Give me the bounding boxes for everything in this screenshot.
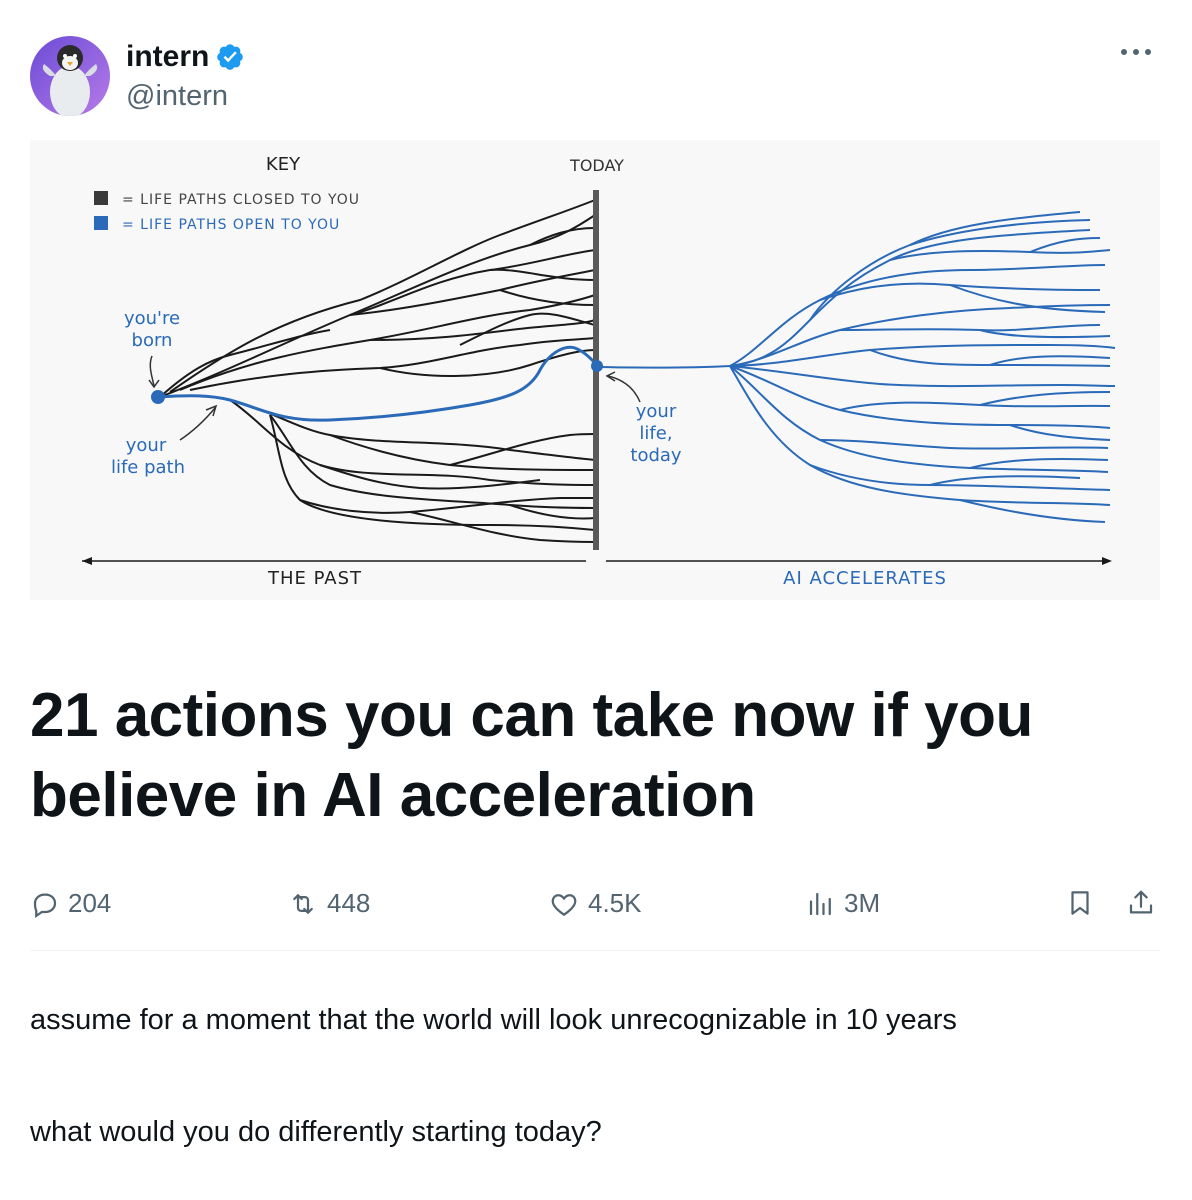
avatar[interactable] [30, 36, 110, 116]
share-button[interactable] [1126, 888, 1156, 918]
annotation-arrows [148, 355, 641, 441]
like-count: 4.5K [588, 888, 642, 918]
share-icon [1129, 890, 1153, 914]
key-closed-label: = LIFE PATHS CLOSED TO YOU [122, 192, 360, 208]
born-label-1: you're [124, 308, 180, 329]
born-label-2: born [132, 330, 173, 351]
more-dots-icon [1121, 49, 1151, 55]
repost-icon [293, 893, 313, 914]
views-button[interactable]: 3M [806, 888, 880, 919]
key-open-label: = LIFE PATHS OPEN TO YOU [122, 217, 340, 233]
display-name[interactable]: intern [126, 40, 210, 73]
today-life-label-2: life, [639, 423, 672, 444]
repost-count: 448 [327, 888, 371, 918]
post-header: intern @intern [30, 36, 1160, 120]
today-life-label-1: your [636, 401, 677, 422]
reply-icon [33, 893, 57, 918]
handle[interactable]: @intern [126, 80, 228, 112]
post-image[interactable]: KEY = LIFE PATHS CLOSED TO YOU = LIFE PA… [30, 140, 1160, 600]
views-chart-icon [809, 892, 831, 915]
today-label: TODAY [569, 156, 624, 175]
key-closed-swatch [94, 191, 108, 205]
annotations: you're born your life path your life, to… [111, 308, 682, 478]
reply-button[interactable]: 204 [30, 888, 111, 919]
future-label: AI ACCELERATES [783, 568, 947, 589]
open-paths [597, 211, 1116, 523]
today-life-label-3: today [630, 445, 682, 466]
verified-badge-icon [217, 44, 244, 70]
divider [30, 950, 1160, 951]
past-label: THE PAST [267, 568, 362, 589]
name-row: intern [126, 40, 245, 74]
timeline [82, 557, 1112, 565]
life-path-past [157, 345, 600, 422]
headline-line-2: believe in AI acceleration [30, 761, 756, 830]
action-bar: 204 448 4.5K 3M [30, 880, 1160, 930]
like-button[interactable]: 4.5K [548, 888, 642, 919]
views-count: 3M [844, 888, 881, 918]
body-paragraph-2: what would you do differently starting t… [30, 1116, 602, 1148]
heart-icon [551, 893, 577, 916]
penguin-avatar-icon [30, 36, 110, 116]
headline-line-1: 21 actions you can take now if you [30, 681, 1033, 750]
path-label-1: your [126, 435, 167, 456]
today-dot [591, 360, 603, 372]
key-open-swatch [94, 216, 108, 230]
closed-paths [159, 199, 596, 543]
life-paths-diagram: KEY = LIFE PATHS CLOSED TO YOU = LIFE PA… [30, 140, 1160, 600]
more-options-button[interactable] [1116, 42, 1156, 67]
path-label-2: life path [111, 457, 185, 478]
key-title: KEY [266, 154, 301, 175]
body-paragraph-1: assume for a moment that the world will … [30, 1004, 957, 1036]
born-dot [151, 390, 165, 404]
reply-count: 204 [68, 888, 112, 918]
bookmark-button[interactable] [1065, 888, 1095, 918]
repost-button[interactable]: 448 [287, 888, 370, 919]
article-headline[interactable]: 21 actions you can take now if you belie… [30, 676, 1170, 836]
bookmark-icon [1071, 891, 1089, 915]
